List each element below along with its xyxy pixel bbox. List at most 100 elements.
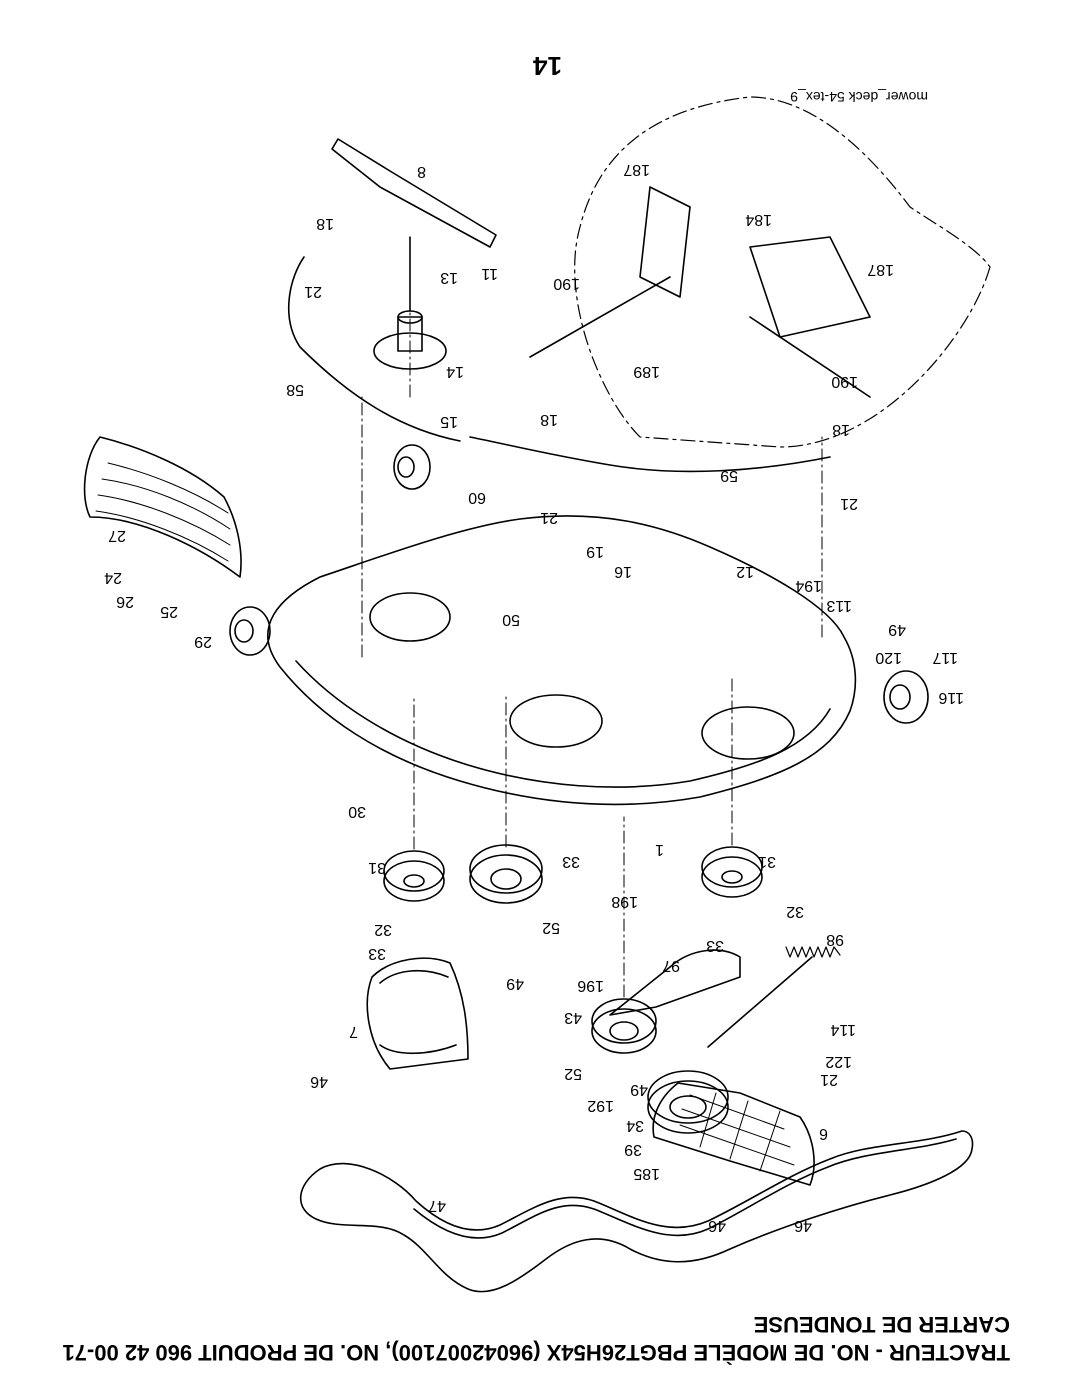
callout-14: 14 — [446, 363, 464, 380]
callout-192: 192 — [587, 1097, 614, 1114]
callout-32: 32 — [374, 921, 392, 938]
callout-198: 198 — [611, 893, 638, 910]
callout-184: 184 — [745, 211, 772, 228]
callout-59: 59 — [720, 467, 738, 484]
section-title: CARTER DE TONDEUSE — [753, 1312, 1010, 1337]
callout-29: 29 — [194, 633, 212, 650]
drawing-reference: mower_deck 54-tex_9 — [790, 89, 928, 105]
baffle-rail-59 — [469, 436, 831, 473]
callout-114: 114 — [830, 1021, 856, 1038]
callout-43: 43 — [564, 1009, 582, 1026]
mower-deck-rim — [295, 660, 831, 788]
callout-113: 113 — [826, 597, 852, 614]
gauge-wheel-left-front — [393, 444, 431, 490]
callout-19: 19 — [586, 543, 604, 560]
callout-194: 194 — [795, 577, 822, 594]
callout-52: 52 — [564, 1065, 582, 1082]
callout-50: 50 — [502, 611, 520, 628]
callout-187: 187 — [867, 261, 894, 278]
callout-187: 187 — [623, 161, 650, 178]
pulley-32-right — [701, 846, 763, 898]
callout-15: 15 — [440, 413, 458, 430]
callout-31: 31 — [368, 859, 386, 876]
callout-labels: 1 6 7 8 11 12 13 14 15 16 18 18 18 19 21… — [104, 161, 964, 1234]
callout-33: 33 — [706, 937, 724, 954]
callout-24: 24 — [104, 569, 122, 586]
deck-spindle-well-left — [369, 592, 451, 642]
callout-6: 6 — [819, 1125, 828, 1142]
callout-49: 49 — [888, 621, 906, 638]
callout-26: 26 — [116, 593, 134, 610]
callout-18: 18 — [832, 421, 850, 438]
callout-11: 11 — [481, 265, 498, 282]
assembly-center-lines — [361, 266, 823, 998]
pulley-39 — [647, 1070, 729, 1134]
callout-190: 190 — [831, 373, 858, 390]
callout-18: 18 — [316, 215, 334, 232]
callout-120: 120 — [875, 649, 902, 666]
callout-31: 31 — [758, 853, 776, 870]
drive-belt-inner — [413, 1138, 957, 1239]
drive-belt — [299, 1130, 974, 1293]
deck-spindle-well-center — [509, 694, 603, 748]
callout-1: 1 — [655, 841, 664, 858]
callout-49: 49 — [506, 975, 524, 992]
discharge-chute — [83, 436, 242, 578]
callout-98: 98 — [826, 931, 844, 948]
height-bracket-184 — [749, 236, 871, 338]
callout-21: 21 — [540, 509, 558, 526]
deck-spindle-well-right — [701, 706, 795, 760]
callout-190: 190 — [553, 275, 580, 292]
page-title: TRACTEUR - NO. DE MODÈLE PBGT26H54X (960… — [62, 1340, 1010, 1365]
callout-13: 13 — [440, 269, 458, 286]
gauge-wheel-left-rear — [229, 606, 271, 656]
callout-33: 33 — [562, 853, 580, 870]
height-bracket-187 — [639, 186, 691, 298]
callout-12: 12 — [736, 563, 754, 580]
callout-58: 58 — [286, 381, 304, 398]
mower-deck — [267, 515, 857, 806]
callout-47: 47 — [428, 1197, 446, 1214]
blade-cover-left-rim — [379, 969, 457, 1055]
callout-16: 16 — [614, 563, 632, 580]
callout-116: 116 — [938, 689, 964, 706]
callout-46: 46 — [794, 1217, 812, 1234]
callout-189: 189 — [633, 363, 660, 380]
callout-60: 60 — [468, 489, 486, 506]
callout-46: 46 — [310, 1073, 328, 1090]
callout-185: 185 — [633, 1165, 660, 1182]
callout-21: 21 — [840, 495, 858, 512]
callout-34: 34 — [626, 1117, 644, 1134]
callout-30: 30 — [348, 803, 366, 820]
callout-97: 97 — [662, 957, 680, 974]
callout-7: 7 — [349, 1023, 358, 1040]
gauge-wheel-116 — [883, 670, 929, 724]
callout-117: 117 — [932, 649, 958, 666]
pulley-32-left — [383, 850, 445, 902]
callout-27: 27 — [108, 527, 126, 544]
callout-25: 25 — [160, 603, 178, 620]
baffle-rail-58 — [288, 256, 461, 442]
blade-cover-left — [366, 957, 469, 1070]
callout-49: 49 — [630, 1081, 648, 1098]
idler-bracket — [609, 949, 741, 1016]
page-number: 14 — [533, 51, 562, 81]
mower-blade — [331, 138, 497, 248]
callout-18: 18 — [540, 411, 558, 428]
height-lever-189 — [529, 276, 871, 398]
callout-21: 21 — [820, 1071, 838, 1088]
belt-shield-grid — [679, 1092, 795, 1172]
callout-122: 122 — [825, 1053, 852, 1070]
pulley-52-upper — [469, 844, 543, 904]
callout-32: 32 — [786, 903, 804, 920]
callout-46: 46 — [708, 1217, 726, 1234]
callout-196: 196 — [577, 977, 604, 994]
spring-rod — [707, 956, 813, 1048]
belt-shield — [652, 1082, 815, 1186]
idler-spring — [785, 946, 841, 958]
pulley-52-lower — [591, 998, 657, 1054]
callout-21: 21 — [304, 283, 322, 300]
callout-39: 39 — [624, 1141, 642, 1158]
